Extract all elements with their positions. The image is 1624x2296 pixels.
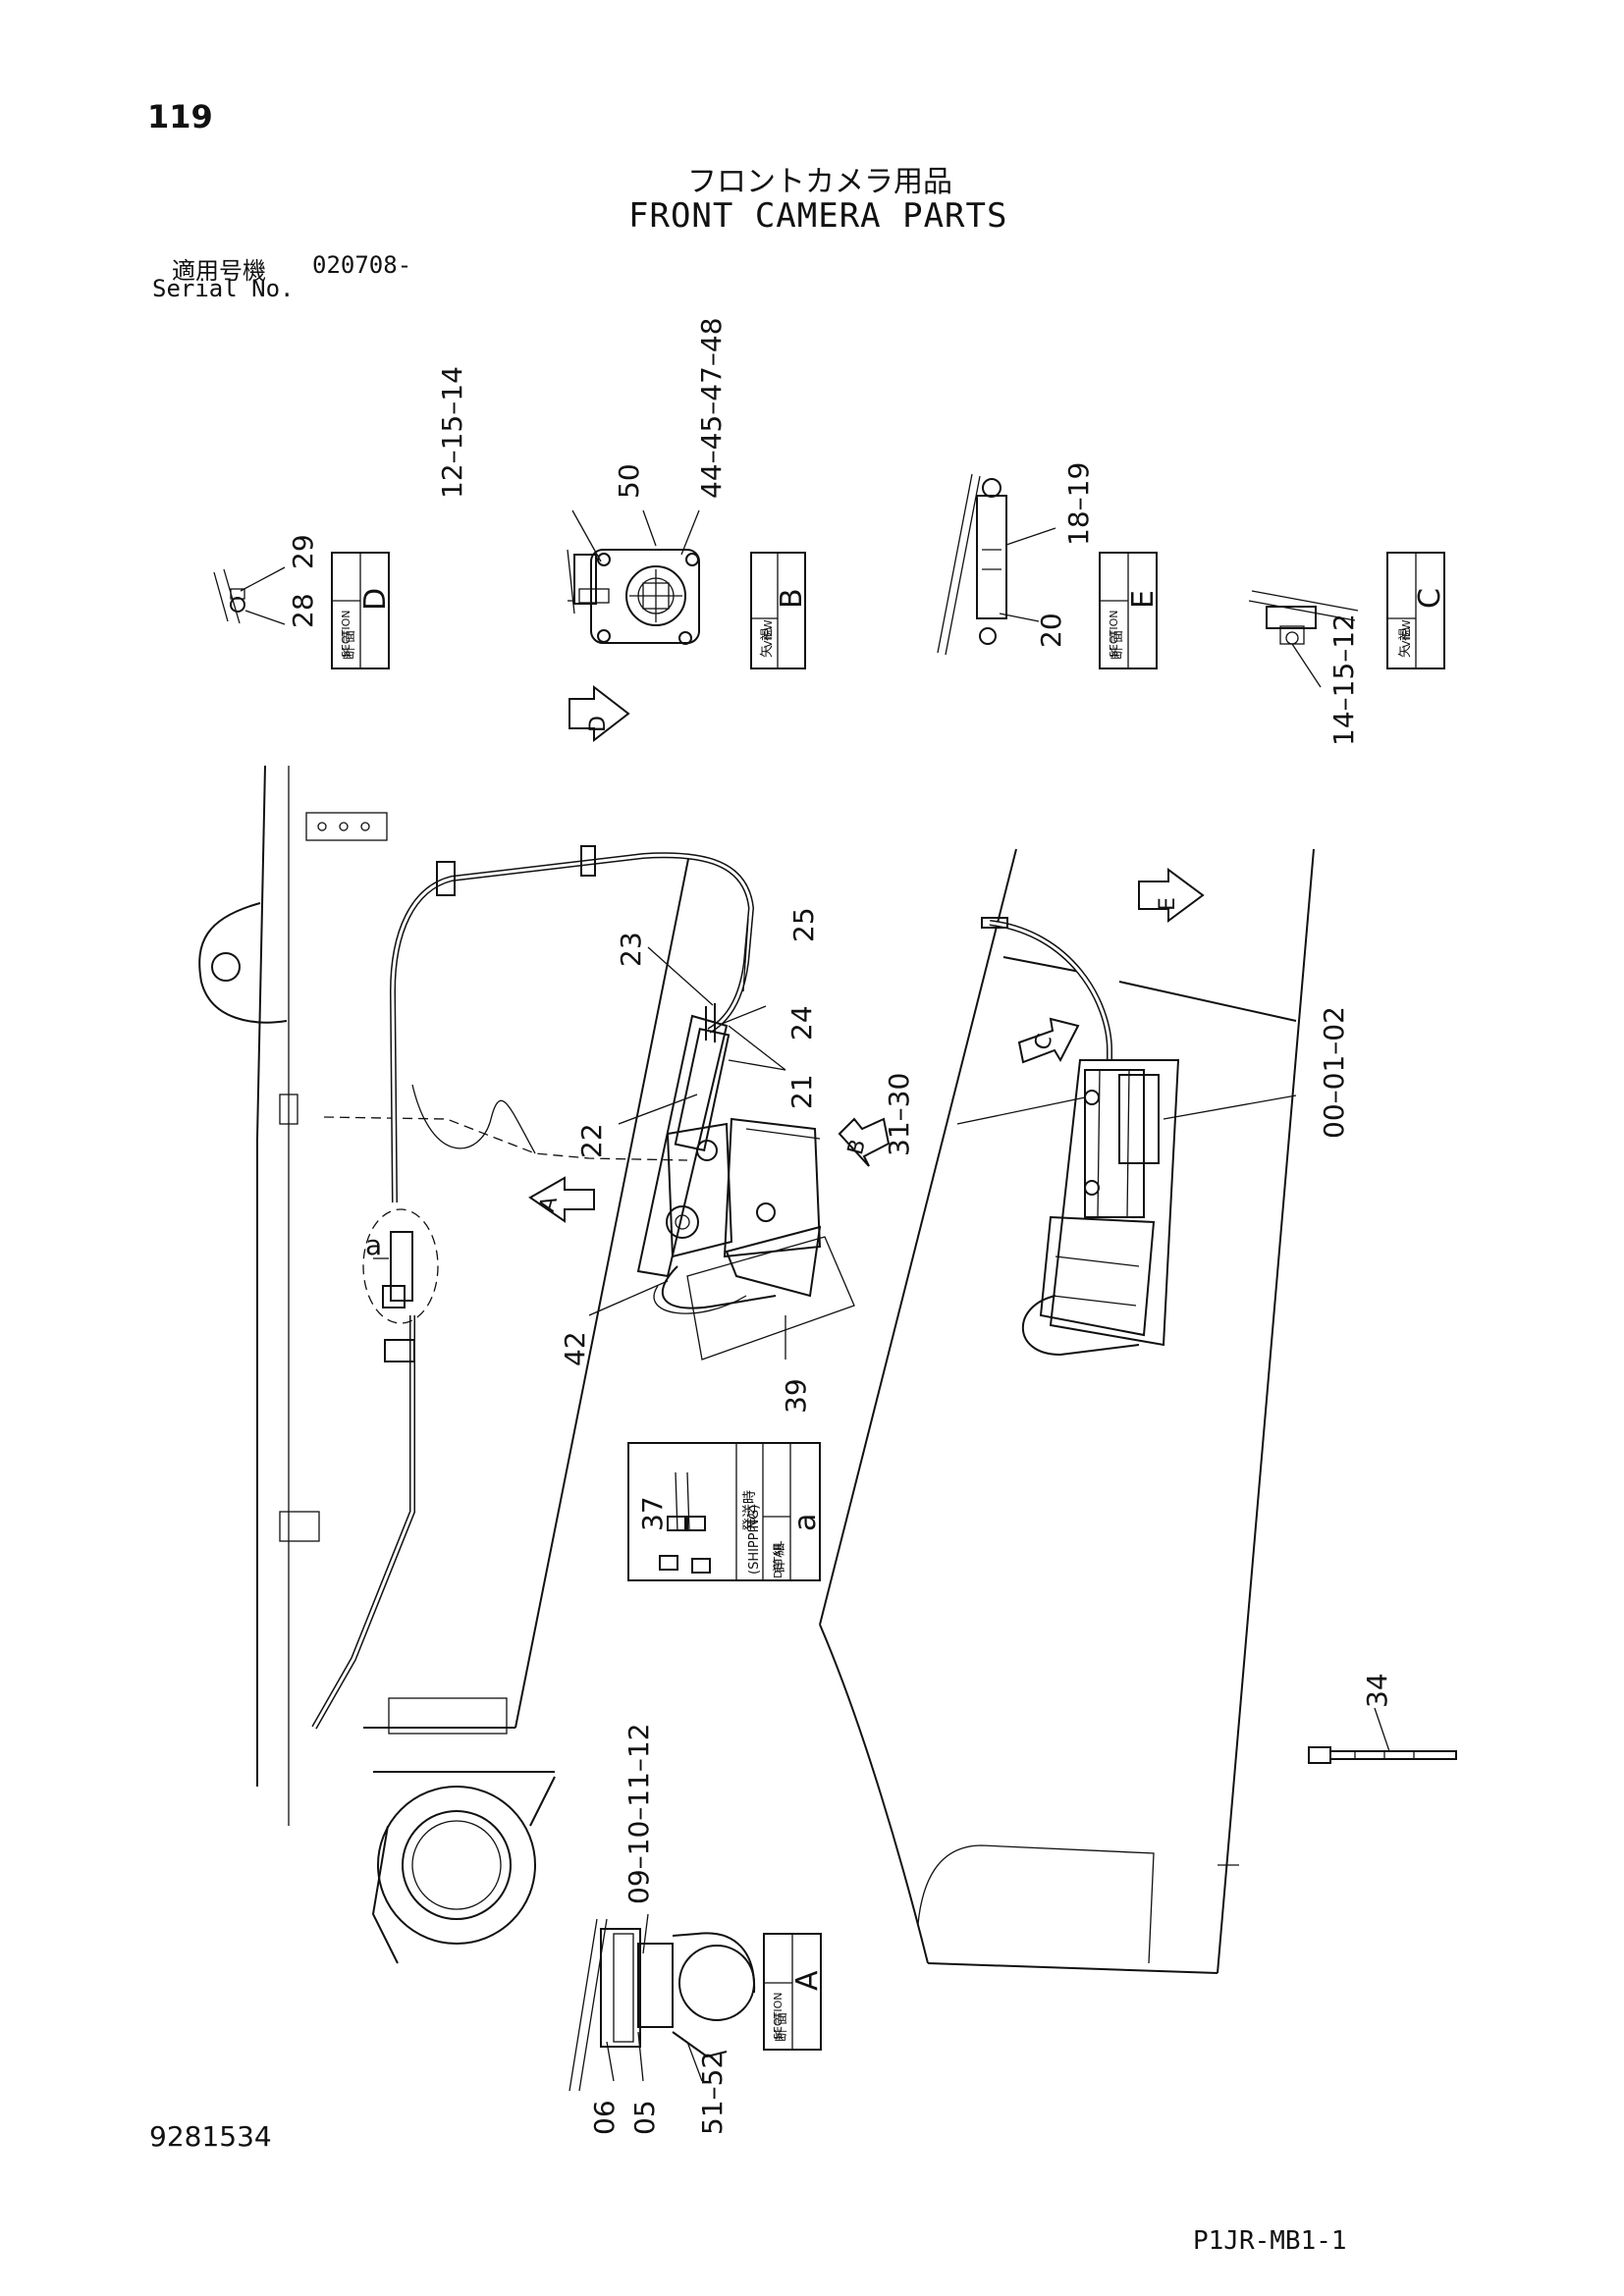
- view-c-letter: C: [1413, 588, 1447, 609]
- section-d-label: 断 面 SECTION D: [331, 552, 393, 669]
- view-b-word: VIEW: [762, 619, 775, 648]
- view-b-letter: B: [775, 588, 809, 609]
- document-number: 9281534: [149, 2120, 272, 2153]
- callout-37: 37: [636, 1496, 669, 1531]
- arrow-e-letter: E: [1156, 897, 1180, 911]
- view-arrow-d: D: [568, 684, 630, 743]
- section-a-view: 09–10–11–12 06 05 51–52 断 面 SECTION A: [568, 1723, 825, 2135]
- view-arrow-e: E: [1138, 868, 1205, 923]
- view-b-kanji: 矢 視: [760, 628, 775, 658]
- arm-structure: [819, 848, 1315, 1974]
- section-e-word: SECTION: [1108, 611, 1120, 658]
- callout-21: 21: [785, 1074, 818, 1109]
- section-a-kanji: 断 面: [775, 2012, 789, 2042]
- view-b-drawing: 12–15–14 50 44–45–47–48 矢 視 VIEW B: [436, 317, 809, 669]
- detail-a-letter: a: [788, 1514, 823, 1531]
- page-code: P1JR-MB1-1: [1193, 2226, 1347, 2256]
- detail-a-note-en: (SHIPPING): [747, 1505, 762, 1575]
- callout-50: 50: [613, 463, 645, 499]
- section-e-letter: E: [1126, 590, 1161, 609]
- arrow-d-letter: D: [586, 716, 611, 732]
- callout-20: 20: [1035, 613, 1067, 648]
- detail-a-note-jp: 発送時: [742, 1490, 758, 1531]
- callout-a: a: [365, 1229, 382, 1261]
- detail-a-label: 発送時 (SHIPPING) 詳 細 DETAIL a: [735, 1443, 823, 1580]
- cable-tie-part: 34: [1308, 1673, 1457, 1764]
- front-camera-unit: [981, 917, 1180, 1357]
- section-d-kanji: 断 面: [343, 630, 357, 660]
- detail-a-word: DETAIL: [772, 1540, 785, 1578]
- serial-label-japanese: 適用号機: [172, 257, 266, 285]
- callout-05: 05: [628, 2100, 661, 2135]
- view-arrow-c: C: [1017, 1017, 1080, 1064]
- detail-a-box: 37 発送時 (SHIPPING) 詳 細 DETAIL a: [627, 1442, 823, 1581]
- detail-a-kanji: 詳 細: [772, 1543, 787, 1573]
- callout-06: 06: [588, 2100, 621, 2135]
- callout-39: 39: [780, 1378, 812, 1414]
- callout-00-01-02: 00–01–02: [1318, 1006, 1350, 1139]
- camera-cable-route: a: [311, 845, 755, 1730]
- callout-24: 24: [785, 1005, 818, 1041]
- callout-25: 25: [787, 907, 820, 942]
- view-c-drawing: 14–15–12 矢 視 VIEW C: [1248, 552, 1447, 746]
- callout-18-19: 18–19: [1062, 462, 1095, 546]
- callout-31-30: 31–30: [883, 1073, 915, 1156]
- callout-34: 34: [1361, 1673, 1393, 1708]
- callout-42: 42: [559, 1331, 591, 1366]
- section-e-kanji: 断 面: [1110, 630, 1125, 660]
- section-e-label: 断 面 SECTION E: [1099, 552, 1161, 669]
- view-b-label: 矢 視 VIEW B: [750, 552, 809, 669]
- section-e-view: 18–19 20 断 面 SECTION E: [937, 462, 1161, 669]
- serial-number-range: 020708-: [312, 251, 412, 279]
- mid-callouts: 25 23 24 21 22 42 39: [559, 907, 820, 1414]
- view-c-label: 矢 視 VIEW C: [1386, 552, 1447, 669]
- section-a-letter: A: [790, 1970, 825, 1991]
- arrow-c-letter: C: [1030, 1031, 1058, 1053]
- page-title: FRONT CAMERA PARTS: [628, 196, 1008, 236]
- view-c-kanji: 矢 視: [1398, 628, 1413, 658]
- callout-23: 23: [615, 932, 647, 967]
- callout-29: 29: [287, 534, 319, 569]
- view-arrow-b: B: [838, 1117, 891, 1167]
- page-number: 119: [147, 98, 213, 135]
- right-callouts: 31–30 00–01–02: [883, 1006, 1350, 1156]
- page-title-japanese: フロントカメラ用品: [687, 165, 952, 199]
- callout-14-15-12: 14–15–12: [1327, 614, 1360, 746]
- section-a-word: SECTION: [772, 1993, 785, 2040]
- section-d-letter: D: [358, 588, 393, 611]
- camera-bracket-assembly: [636, 1003, 855, 1361]
- callout-09-10-11-12: 09–10–11–12: [623, 1723, 655, 1904]
- callout-12-15-14: 12–15–14: [436, 366, 468, 499]
- section-d-view: 28 29 断 面 SECTION D: [213, 534, 393, 669]
- section-d-word: SECTION: [340, 611, 352, 658]
- callout-51-52: 51–52: [696, 2052, 729, 2135]
- callout-44-45-47-48: 44–45–47–48: [695, 317, 728, 499]
- view-c-word: VIEW: [1400, 619, 1413, 648]
- callout-22: 22: [575, 1123, 608, 1158]
- serial-label: Serial No.: [152, 275, 295, 302]
- arrow-a-letter: A: [535, 1194, 563, 1214]
- arrow-b-letter: B: [843, 1137, 871, 1157]
- view-arrow-a: A: [528, 1176, 595, 1223]
- section-a-label: 断 面 SECTION A: [763, 1933, 825, 2051]
- callout-28: 28: [287, 593, 319, 628]
- boom-structure: [198, 765, 690, 1964]
